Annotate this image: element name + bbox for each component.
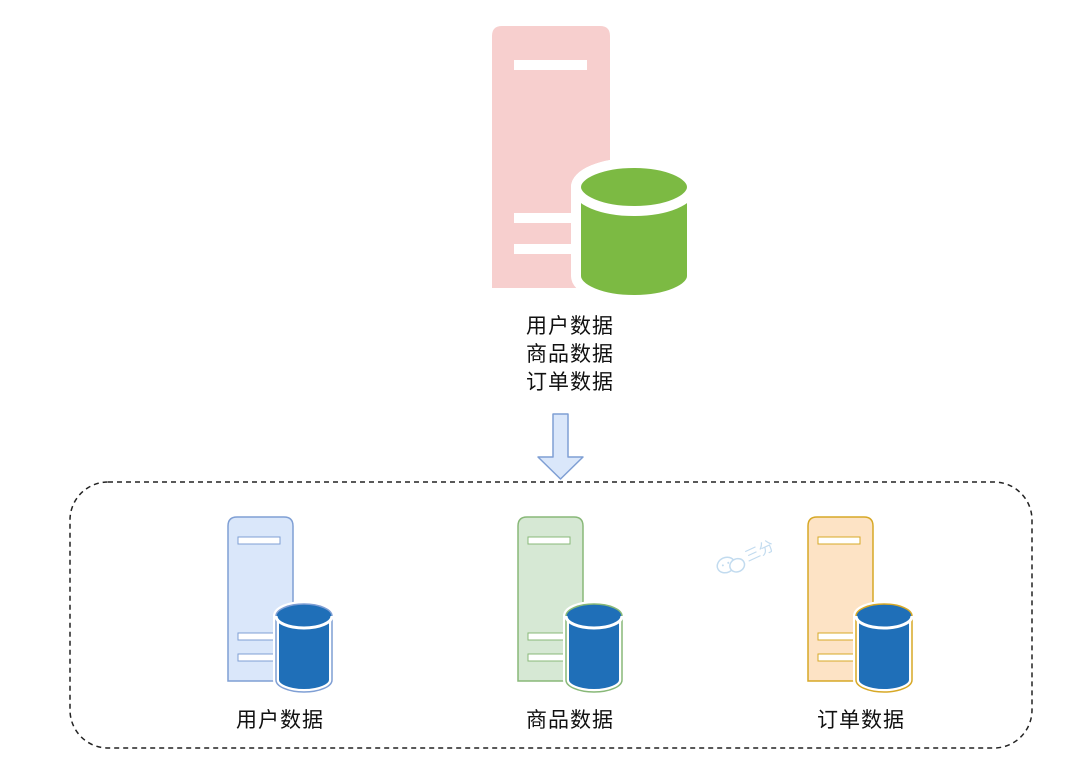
shard-products-slot-top xyxy=(527,536,571,545)
shard-products-slot-1 xyxy=(527,632,569,641)
source-label-users: 用户数据 xyxy=(526,314,614,338)
shard-users: 用户数据 xyxy=(227,516,335,732)
source-label-orders: 订单数据 xyxy=(526,370,614,394)
source-server-slot-1 xyxy=(514,213,580,223)
watermark: 三分 xyxy=(716,537,777,574)
shard-orders-label: 订单数据 xyxy=(817,708,905,732)
source-database-icon xyxy=(571,158,697,305)
shard-users-slot-2 xyxy=(237,653,279,662)
split-arrow-icon xyxy=(537,413,584,480)
shard-users-label: 用户数据 xyxy=(236,708,324,732)
shard-users-slot-top xyxy=(237,536,281,545)
source-label-products: 商品数据 xyxy=(526,342,614,366)
watermark-text: 三分 xyxy=(742,537,777,566)
source-server-group xyxy=(492,26,697,305)
shard-products-database-icon xyxy=(563,601,625,695)
shard-orders-slot-1 xyxy=(817,632,859,641)
shard-orders-slot-2 xyxy=(817,653,859,662)
source-server-slot-2 xyxy=(514,244,580,254)
shard-users-slot-1 xyxy=(237,632,279,641)
source-labels: 用户数据 商品数据 订单数据 xyxy=(526,314,614,394)
source-server-slot-top xyxy=(514,60,587,70)
shard-products-label: 商品数据 xyxy=(526,708,614,732)
shard-container xyxy=(69,481,1033,749)
shard-products-slot-2 xyxy=(527,653,569,662)
shard-users-database-icon xyxy=(273,601,335,695)
shard-orders-slot-top xyxy=(817,536,861,545)
shard-products: 商品数据 xyxy=(517,516,625,732)
shard-orders-database-icon xyxy=(853,601,915,695)
wechat-icon xyxy=(716,556,746,574)
shard-orders: 订单数据 xyxy=(807,516,915,732)
